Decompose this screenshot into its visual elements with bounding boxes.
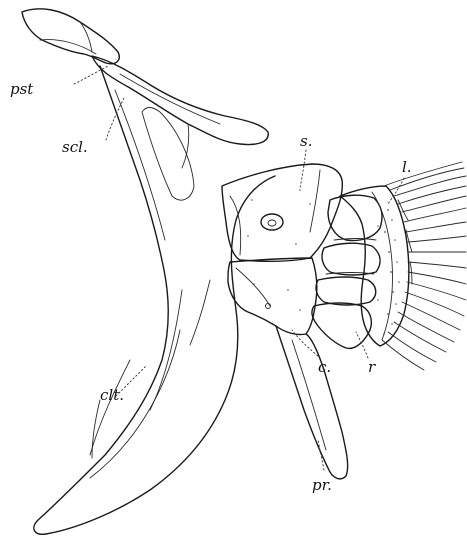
labels: pst scl. s. l. clt. c. r pr. bbox=[10, 80, 412, 494]
label-clt: clt. bbox=[100, 386, 124, 404]
fin-base-cartilage bbox=[340, 186, 409, 346]
label-s: s. bbox=[300, 132, 312, 150]
label-r: r bbox=[368, 358, 376, 376]
cleithrum-bone bbox=[34, 66, 275, 534]
posttemporal-bone bbox=[22, 9, 119, 64]
leader-lines bbox=[74, 66, 404, 470]
label-pr: pr. bbox=[312, 476, 332, 494]
label-pst: pst bbox=[10, 80, 34, 98]
coracoid-bone bbox=[228, 258, 317, 335]
fin-rays bbox=[382, 162, 466, 370]
radials bbox=[312, 195, 382, 348]
label-c: c. bbox=[318, 358, 331, 376]
postcoracoid-process bbox=[276, 326, 348, 479]
label-scl: scl. bbox=[62, 138, 88, 156]
scapula-bone bbox=[222, 164, 342, 261]
label-l: l. bbox=[402, 158, 412, 176]
supracleithrum-bone bbox=[92, 56, 268, 168]
